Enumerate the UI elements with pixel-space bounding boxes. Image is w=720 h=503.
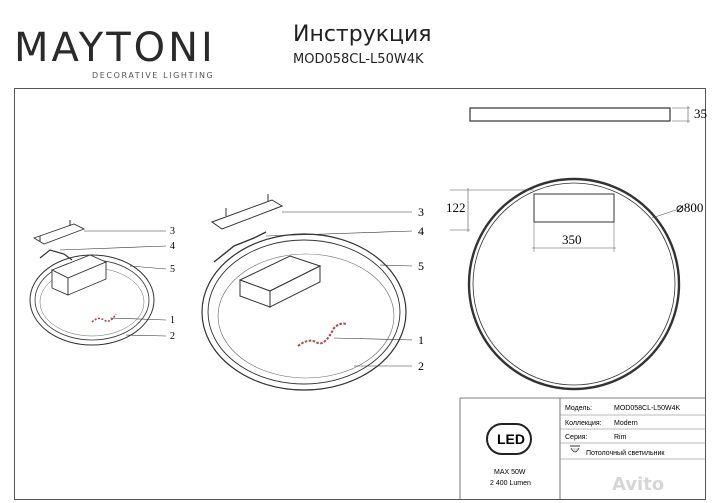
large-callout-2: 2 (418, 359, 424, 373)
box-width-dimension: 350 (562, 232, 582, 247)
lumen-rating: 2 400 Lumen (490, 480, 531, 487)
series-label: Серия: (565, 434, 588, 441)
small-callout-2: 2 (170, 331, 175, 342)
series-value: Rim (614, 434, 627, 441)
info-table (459, 397, 706, 500)
large-callout-1: 1 (418, 333, 424, 347)
power-rating: MAX 50W (494, 469, 526, 476)
model-label: Модель: (565, 405, 592, 412)
diameter-dimension: ⌀800 (676, 200, 703, 215)
small-callout-5: 5 (170, 264, 175, 275)
large-callout-5: 5 (418, 259, 424, 273)
small-exploded-view (29, 220, 167, 346)
large-callout-3: 3 (418, 205, 424, 219)
profile-height-dimension: 35 (694, 106, 707, 121)
brand-tagline: DECORATIVE LIGHTING (92, 71, 215, 80)
model-value: MOD058CL-L50W4K (614, 405, 680, 412)
brand-logo: MAYTONI (14, 25, 216, 71)
document-title: Инструкция (293, 22, 432, 47)
small-callout-1: 1 (170, 315, 175, 326)
large-exploded-view (201, 194, 413, 391)
led-badge: LED (497, 431, 525, 447)
drawing-sheet (14, 88, 706, 500)
collection-value: Modern (614, 420, 638, 427)
avito-watermark: Avito (612, 474, 665, 495)
small-callout-4: 4 (170, 241, 175, 252)
large-callout-4: 4 (418, 224, 424, 238)
document-model-code: MOD058CL-L50W4K (293, 52, 424, 67)
dimension-drawing (450, 106, 690, 391)
lamp-type: Потолочный светильник (586, 449, 665, 457)
box-height-dimension: 122 (446, 200, 466, 215)
collection-label: Коллекция: (565, 420, 602, 427)
small-callout-3: 3 (170, 226, 175, 237)
